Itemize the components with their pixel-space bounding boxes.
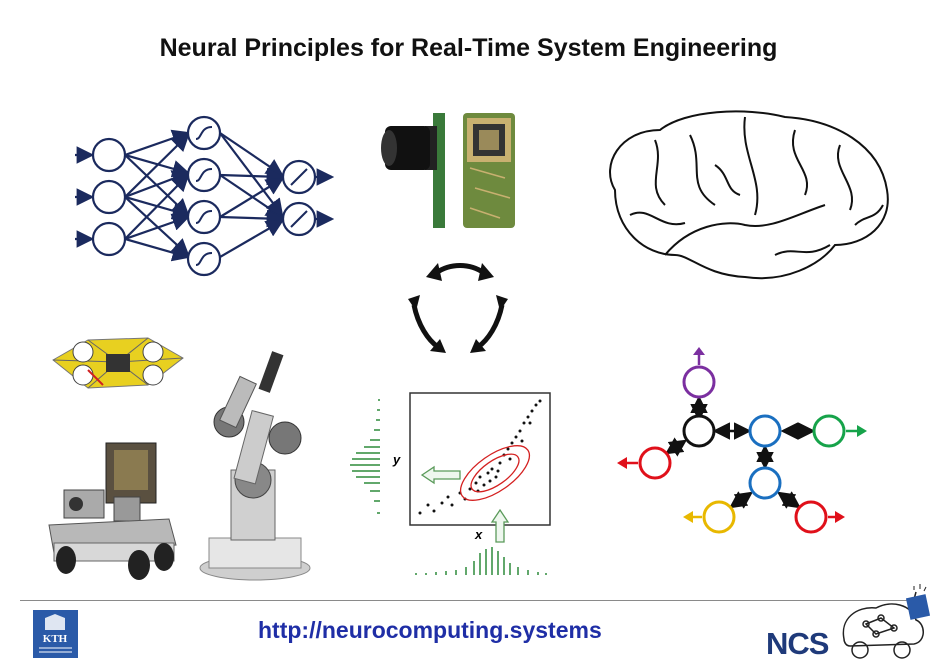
mobile-robot-icon xyxy=(48,442,177,580)
y-marginal-histogram xyxy=(350,399,380,514)
y-axis-label: y xyxy=(393,452,401,467)
gaussian-scatter-plot xyxy=(409,392,551,526)
projection-arrow-up-icon xyxy=(490,508,510,543)
footer-divider xyxy=(20,600,917,601)
kth-logo: KTH xyxy=(33,610,78,658)
ncs-mascot-icon xyxy=(842,584,931,659)
x-marginal-histogram xyxy=(415,547,547,575)
kth-logo-text: KTH xyxy=(43,633,68,645)
page-title: Neural Principles for Real-Time System E… xyxy=(159,34,778,62)
neural-network-diagram xyxy=(75,115,335,277)
brain-outline-icon xyxy=(609,110,889,280)
x-axis-label: x xyxy=(475,527,483,542)
cycle-arrows-icon xyxy=(408,263,508,353)
projection-arrow-left-icon xyxy=(420,465,461,485)
robot-arm-icon xyxy=(199,351,311,581)
drone-icon xyxy=(52,337,184,389)
camera-module-icon xyxy=(381,113,515,228)
node-graph-diagram xyxy=(617,347,867,534)
website-link[interactable]: http://neurocomputing.systems xyxy=(258,617,602,643)
ncs-logo-text: NCS xyxy=(766,626,829,661)
